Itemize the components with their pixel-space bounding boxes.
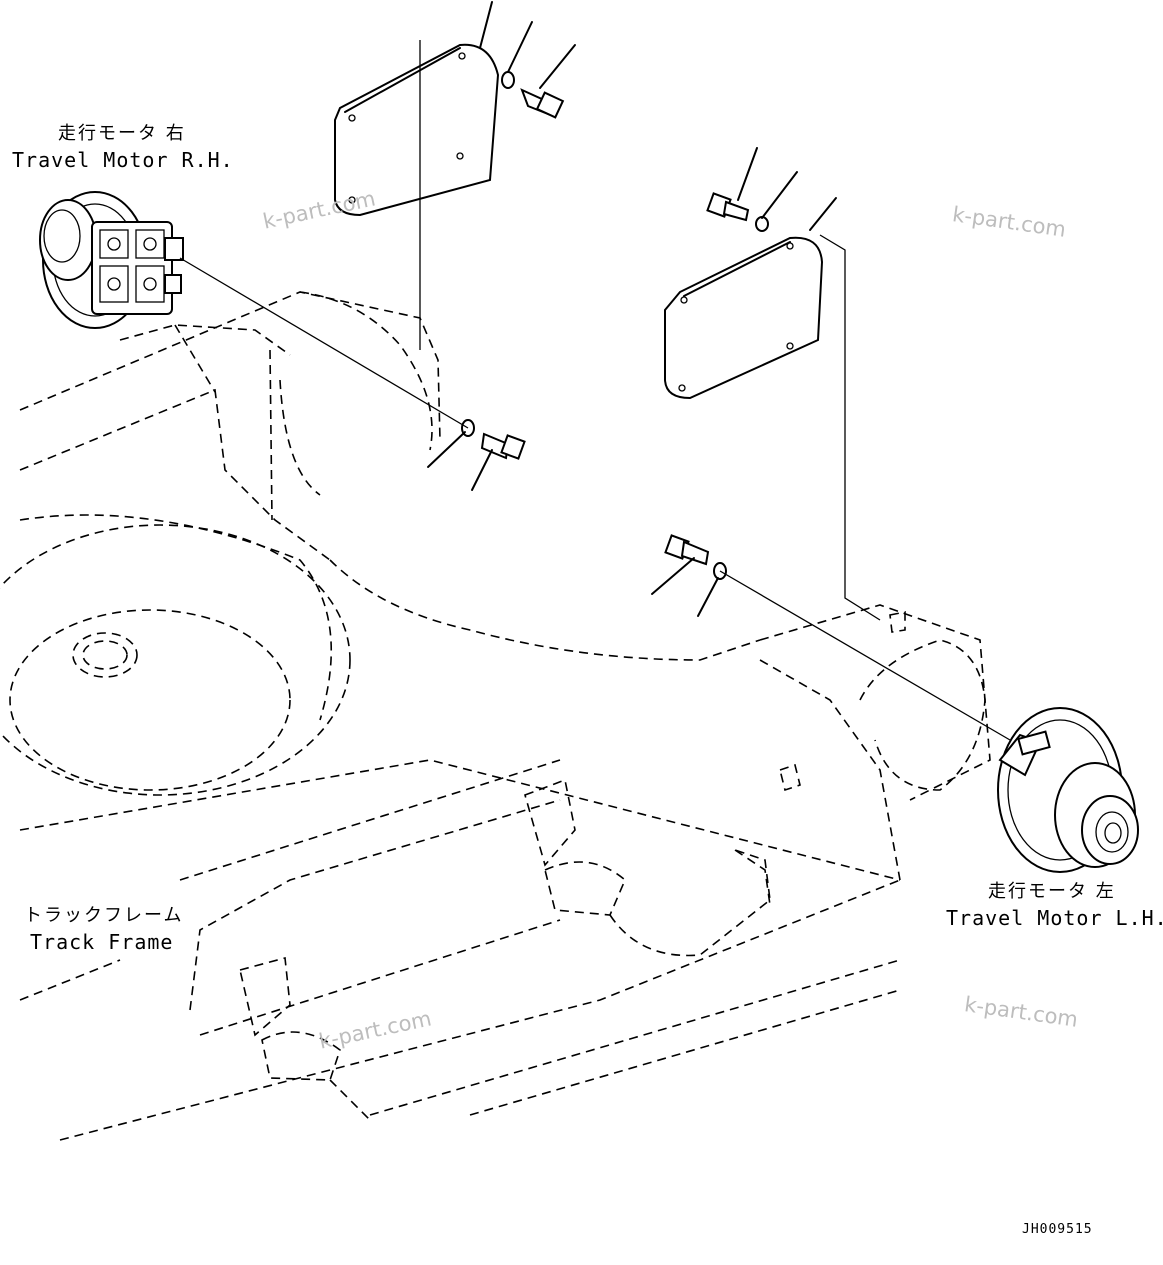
motor-rh-label-en: Travel Motor R.H. bbox=[12, 148, 234, 172]
drawing-code: JH009515 bbox=[1022, 1222, 1093, 1237]
cover-plate-upper-left bbox=[334, 1, 576, 217]
track-frame-label-en: Track Frame bbox=[30, 930, 174, 954]
bolt-upper-left bbox=[520, 88, 565, 119]
bolt-middle-right bbox=[651, 534, 727, 617]
bolt-upper-right bbox=[706, 192, 750, 222]
motor-lh-label-en: Travel Motor L.H. bbox=[946, 906, 1163, 930]
travel-motor-rh-drawing bbox=[39, 191, 184, 329]
travel-motor-lh-drawing bbox=[997, 707, 1139, 873]
assembly-center-lines bbox=[179, 40, 1011, 741]
track-frame-outline bbox=[0, 291, 991, 1141]
cover-plate-upper-right bbox=[664, 147, 837, 400]
track-frame-label-jp: トラックフレーム bbox=[24, 905, 184, 926]
bolt-middle-left bbox=[427, 419, 526, 491]
motor-lh-label-jp: 走行モータ 左 bbox=[988, 881, 1116, 902]
motor-rh-label-jp: 走行モータ 右 bbox=[58, 123, 186, 144]
